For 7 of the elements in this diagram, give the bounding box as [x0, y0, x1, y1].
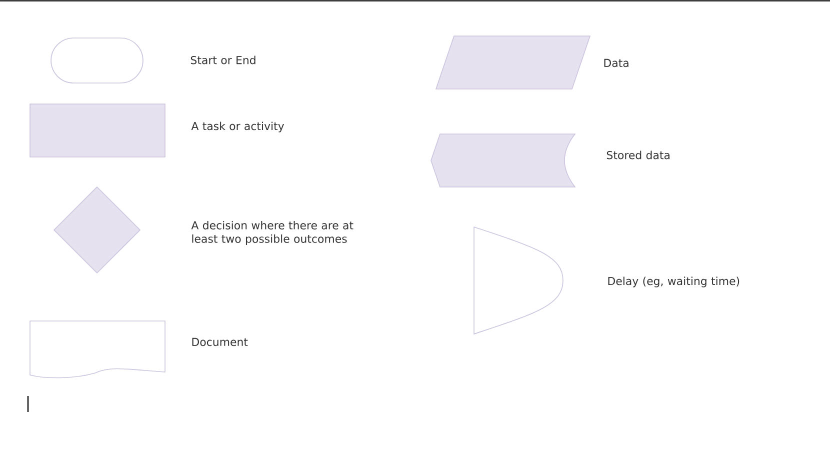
legend-label: Stored data [606, 150, 670, 160]
legend-label: Document [192, 338, 248, 346]
legend-label: A task or activity [191, 122, 284, 132]
legend-label: Start or End [190, 56, 256, 64]
legend-label: A decision where there are at least two possible outcomes [191, 220, 354, 246]
legend-label: Data [604, 58, 628, 68]
legend-label: Delay (eg, waiting time) [608, 276, 740, 288]
